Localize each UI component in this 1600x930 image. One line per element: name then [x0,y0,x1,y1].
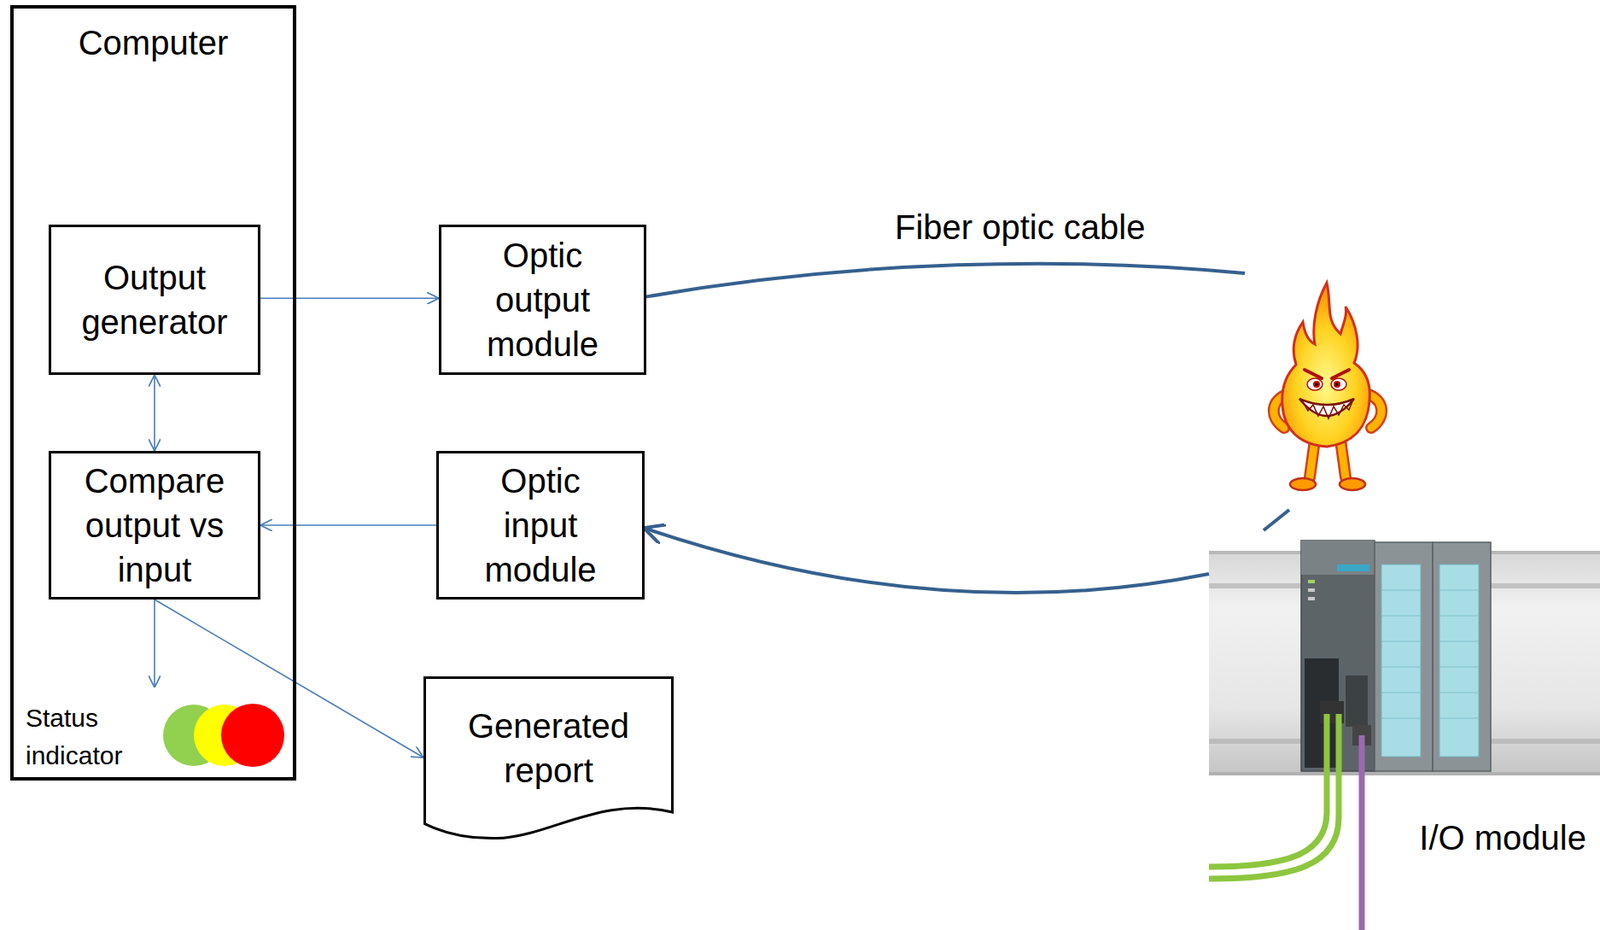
eye [1331,378,1347,391]
node-label: Generated report [430,703,667,793]
status-indicator: Status indicator [20,687,289,777]
node-label: Compare output vs input [58,458,252,592]
node-label: Output generator [58,255,252,345]
cpu-top [1301,540,1375,575]
leg-outline [1340,439,1346,478]
signal-arrow [260,297,439,299]
io-card [1432,542,1491,771]
process-box: Compare output vs input [48,450,261,600]
iris [1333,380,1341,388]
node-label: Optic output module [467,233,618,367]
led [1308,588,1315,592]
node-label: I/O module [1418,817,1587,859]
node-label: Status indicator [25,699,163,775]
brand-plate [1337,564,1370,572]
node-label: Optic input module [466,458,616,592]
green-cable [1208,713,1339,879]
port-panel [1345,675,1368,727]
document-shape: Generated report [423,676,674,842]
signal-arrow [260,524,437,526]
purple-cable [1359,735,1366,930]
iris [1313,380,1320,388]
edge-label: Fiber optic cable [893,206,1147,248]
io-panel [1439,564,1479,757]
foot [1339,478,1366,491]
led [1308,596,1315,601]
leg [1340,439,1346,478]
signal-arrow [153,599,156,688]
flame-body [1282,282,1371,447]
status-lamps [163,703,285,767]
box-title: Computer [13,20,293,65]
process-box: Output generator [48,224,261,375]
io-card [1374,542,1433,771]
teeth [1302,401,1353,419]
signal-arrow [154,599,424,758]
fire-creature [1273,282,1382,491]
brows [1304,369,1349,379]
foot [1290,478,1316,491]
rail-edge [1208,771,1600,776]
panel-lines [1381,589,1479,719]
fiber-cable [644,527,1209,593]
pupil [1335,382,1339,386]
plc-photo [1208,540,1600,930]
io-module: I/O module [1208,530,1600,930]
io-panel [1381,564,1421,757]
led [1308,579,1315,584]
din-rail [1208,550,1600,776]
pupil [1314,382,1319,386]
document-border [425,677,673,839]
signal-arrow [153,374,156,451]
module-box: Optic output module [438,224,647,375]
eye [1307,378,1323,391]
module-box: Optic input module [436,450,645,600]
fiber-cable [646,263,1290,531]
green-cable [1208,713,1327,867]
system-boundary-box: ComputerOutput generatorCompare output v… [10,5,297,781]
red-lamp [221,703,285,767]
